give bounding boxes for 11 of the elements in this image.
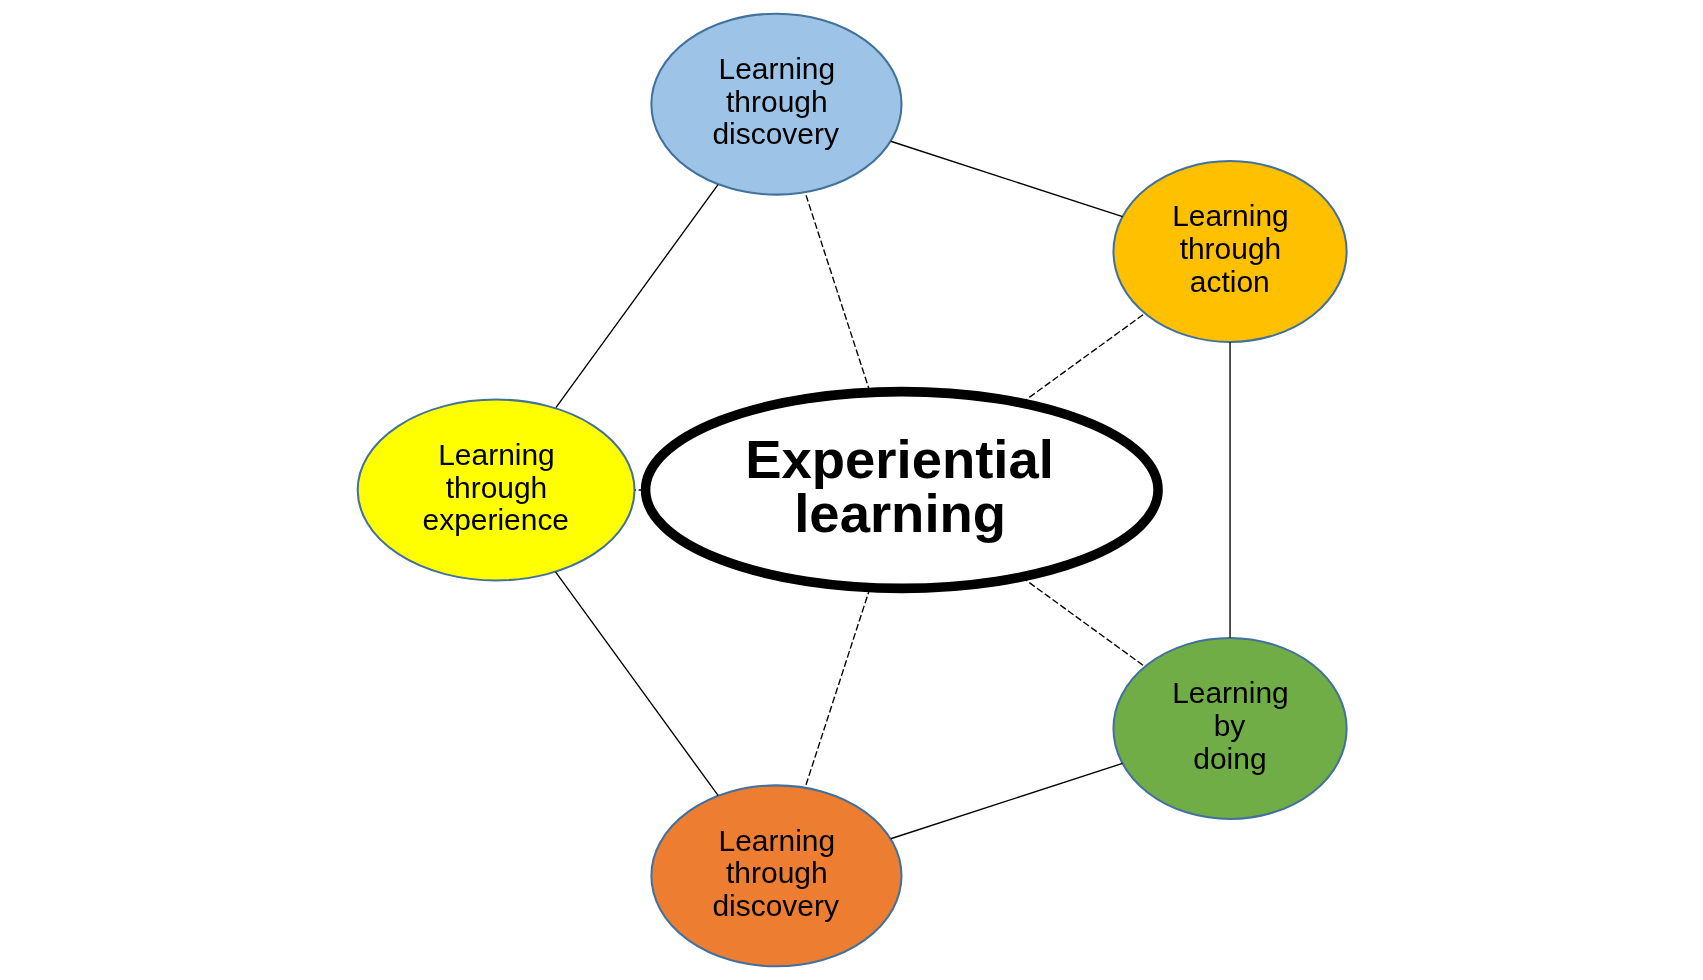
node-ellipse: Experiential learning: [640, 386, 1163, 594]
connector: [554, 571, 719, 797]
node-ellipse: Learning through experience: [356, 398, 636, 582]
connector: [554, 183, 719, 409]
node-ellipse: Learning through action: [1111, 160, 1348, 343]
node-ellipse: Learning through discovery: [649, 784, 903, 968]
connector: [1228, 341, 1231, 639]
node-ellipse: Learning through discovery: [649, 12, 903, 196]
connector: [889, 140, 1123, 218]
node-ellipse: Learning by doing: [1111, 637, 1348, 820]
connector: [889, 762, 1123, 840]
